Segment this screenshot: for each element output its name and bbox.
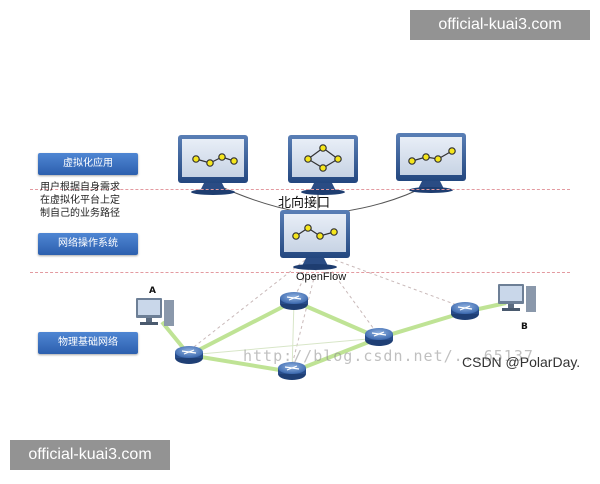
layer-label-physical: 物理基础网络	[38, 332, 138, 354]
layer-description: 在虚拟化平台上定	[40, 195, 120, 206]
layer-description: 制自己的业务路径	[40, 208, 120, 219]
monitor-icon	[396, 133, 466, 193]
physical-links-thin	[188, 300, 380, 373]
layer-label-application: 虚拟化应用	[38, 153, 138, 175]
monitor-icon	[288, 135, 358, 195]
monitor-icon	[178, 135, 248, 195]
northbound-interface-label: 北向接口	[278, 196, 331, 211]
router-icon	[279, 291, 309, 311]
pc-icon	[498, 284, 536, 312]
router-icon	[364, 327, 394, 347]
layer-label-network-os: 网络操作系统	[38, 233, 138, 255]
openflow-label: OpenFlow	[296, 271, 347, 283]
csdn-watermark: CSDN @PolarDay.	[462, 354, 581, 370]
layer-description: 用户根据自身需求	[40, 182, 120, 193]
site-watermark-bottom: official-kuai3.com	[10, 440, 170, 470]
host-b-label: B	[521, 322, 528, 332]
layer-separator	[30, 272, 570, 273]
pc-icon	[136, 298, 174, 326]
site-watermark-top: official-kuai3.com	[410, 10, 590, 40]
router-icon	[174, 345, 204, 365]
host-a-label: A	[149, 286, 156, 296]
layer-separator	[30, 189, 570, 190]
blog-watermark: http://blog.csdn.net/...65137	[243, 347, 534, 365]
monitor-icon	[280, 210, 350, 270]
router-icon	[450, 301, 480, 321]
